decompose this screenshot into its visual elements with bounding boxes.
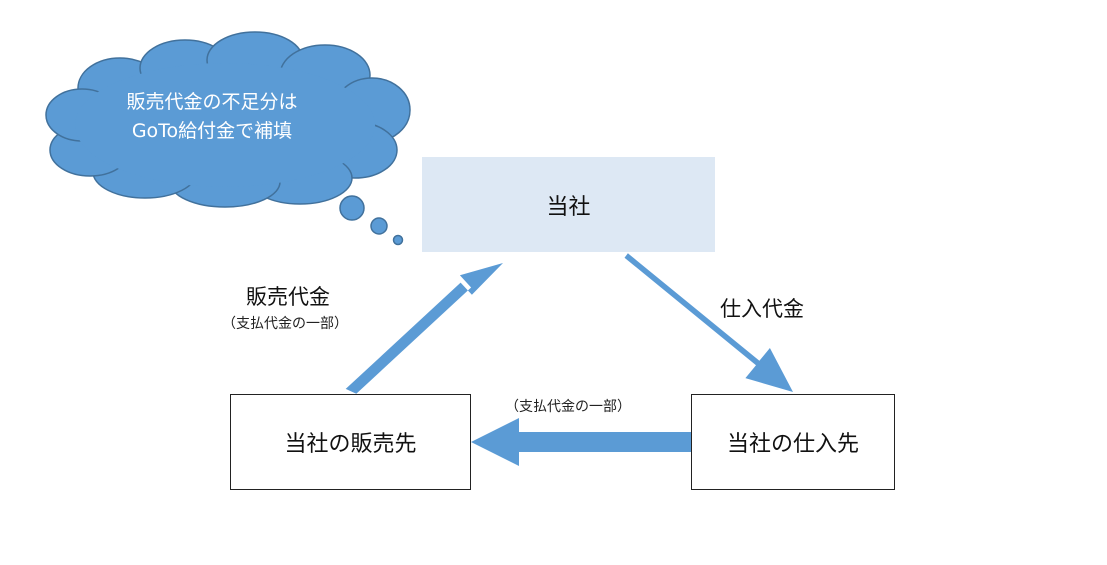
direct-edge-sublabel: （支払代金の一部） bbox=[505, 399, 631, 415]
sales-arrow bbox=[345, 263, 503, 394]
customer-node: 当社の販売先 bbox=[230, 394, 471, 490]
direct-payment-arrow bbox=[471, 418, 691, 466]
thought-dot-small bbox=[392, 234, 404, 246]
customer-label: 当社の販売先 bbox=[284, 432, 417, 457]
thought-dot-medium bbox=[370, 217, 388, 235]
thought-line-2: GoTo給付金で補填 bbox=[131, 120, 293, 142]
company-node: 当社 bbox=[422, 157, 715, 252]
sales-edge-label: 販売代金 bbox=[246, 285, 330, 309]
thought-line-1: 販売代金の不足分は bbox=[126, 91, 298, 113]
supplier-label: 当社の仕入先 bbox=[726, 432, 859, 457]
thought-bubble-text: 販売代金の不足分は GoTo給付金で補填 bbox=[62, 88, 362, 146]
company-label: 当社 bbox=[546, 194, 591, 220]
supplier-node: 当社の仕入先 bbox=[691, 394, 895, 490]
purchase-arrow bbox=[624, 253, 793, 392]
thought-cloud bbox=[45, 31, 411, 208]
purchase-edge-label: 仕入代金 bbox=[720, 297, 804, 321]
thought-dot-large bbox=[339, 195, 365, 221]
sales-edge-sublabel: （支払代金の一部） bbox=[222, 316, 348, 332]
